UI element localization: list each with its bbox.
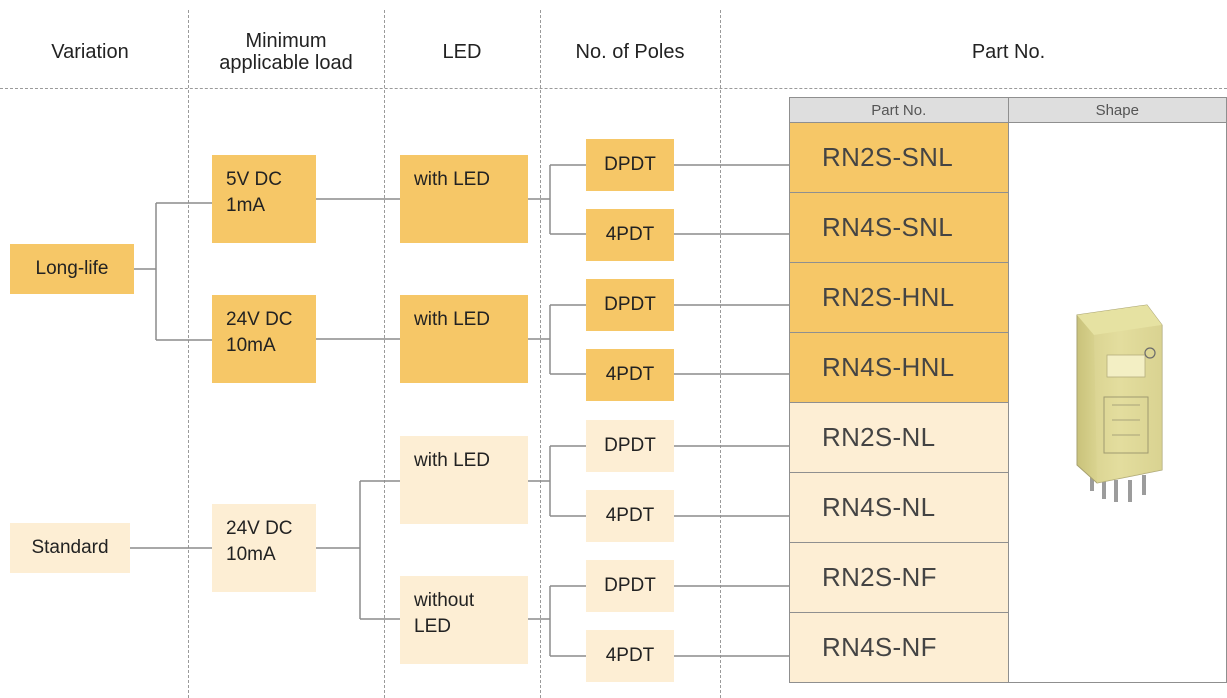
load-voltage: 5V DC — [226, 169, 282, 190]
column-divider — [540, 10, 541, 698]
load-current: 10mA — [226, 544, 276, 565]
column-divider — [720, 10, 721, 698]
part-number-cell: RN4S-HNL — [789, 332, 1009, 403]
header-led: LED — [442, 41, 482, 63]
header-divider — [0, 88, 1227, 89]
poles-box-dpdt: DPDT — [586, 420, 674, 472]
header-minimum-load: Minimum applicable load — [192, 22, 380, 82]
led-label: with LED — [414, 450, 491, 471]
load-box-24v-dc-standard: 24V DC 10mA — [212, 504, 316, 592]
poles-box-4pdt: 4PDT — [586, 349, 674, 401]
poles-box-dpdt: DPDT — [586, 279, 674, 331]
poles-box-dpdt: DPDT — [586, 139, 674, 191]
part-number-cell: RN2S-HNL — [789, 262, 1009, 333]
led-box-without-led: without LED — [400, 576, 528, 664]
led-label-line2: LED — [414, 616, 451, 637]
header-minimum-load-line2: applicable load — [219, 52, 353, 74]
part-number-cell: RN2S-NL — [789, 402, 1009, 473]
header-variation: Variation — [51, 41, 129, 63]
led-label: with LED — [414, 169, 491, 190]
load-current: 1mA — [226, 195, 266, 216]
poles-box-dpdt: DPDT — [586, 560, 674, 612]
shape-cell — [1007, 122, 1227, 683]
part-number-table: Part No. Shape RN2S-SNL — [789, 97, 1227, 683]
variation-standard: Standard — [10, 523, 130, 573]
relay-image — [1076, 304, 1163, 502]
header-minimum-load-line1: Minimum — [245, 30, 327, 52]
load-box-24v-dc: 24V DC 10mA — [212, 295, 316, 383]
part-number-cell: RN4S-SNL — [789, 192, 1009, 263]
part-number-cell: RN4S-NL — [789, 472, 1009, 543]
header-part-no: Part No. — [971, 41, 1046, 63]
part-number-cell: RN2S-NF — [789, 542, 1009, 613]
part-number-cell: RN2S-SNL — [789, 122, 1009, 193]
load-voltage: 24V DC — [226, 518, 293, 539]
load-current: 10mA — [226, 335, 276, 356]
poles-box-4pdt: 4PDT — [586, 490, 674, 542]
part-number-cell: RN4S-NF — [789, 612, 1009, 683]
led-box-with-led: with LED — [400, 155, 528, 243]
header-poles: No. of Poles — [575, 41, 685, 63]
variation-long-life: Long-life — [10, 244, 134, 294]
led-box-with-led: with LED — [400, 295, 528, 383]
load-box-5v-dc: 5V DC 1mA — [212, 155, 316, 243]
table-header-shape: Shape — [1007, 97, 1227, 123]
load-voltage: 24V DC — [226, 309, 293, 330]
led-box-with-led: with LED — [400, 436, 528, 524]
poles-box-4pdt: 4PDT — [586, 630, 674, 682]
table-header-part-no: Part No. — [789, 97, 1009, 123]
led-label: with LED — [414, 309, 491, 330]
led-label: without — [414, 590, 475, 611]
column-divider — [188, 10, 189, 698]
column-divider — [384, 10, 385, 698]
poles-box-4pdt: 4PDT — [586, 209, 674, 261]
